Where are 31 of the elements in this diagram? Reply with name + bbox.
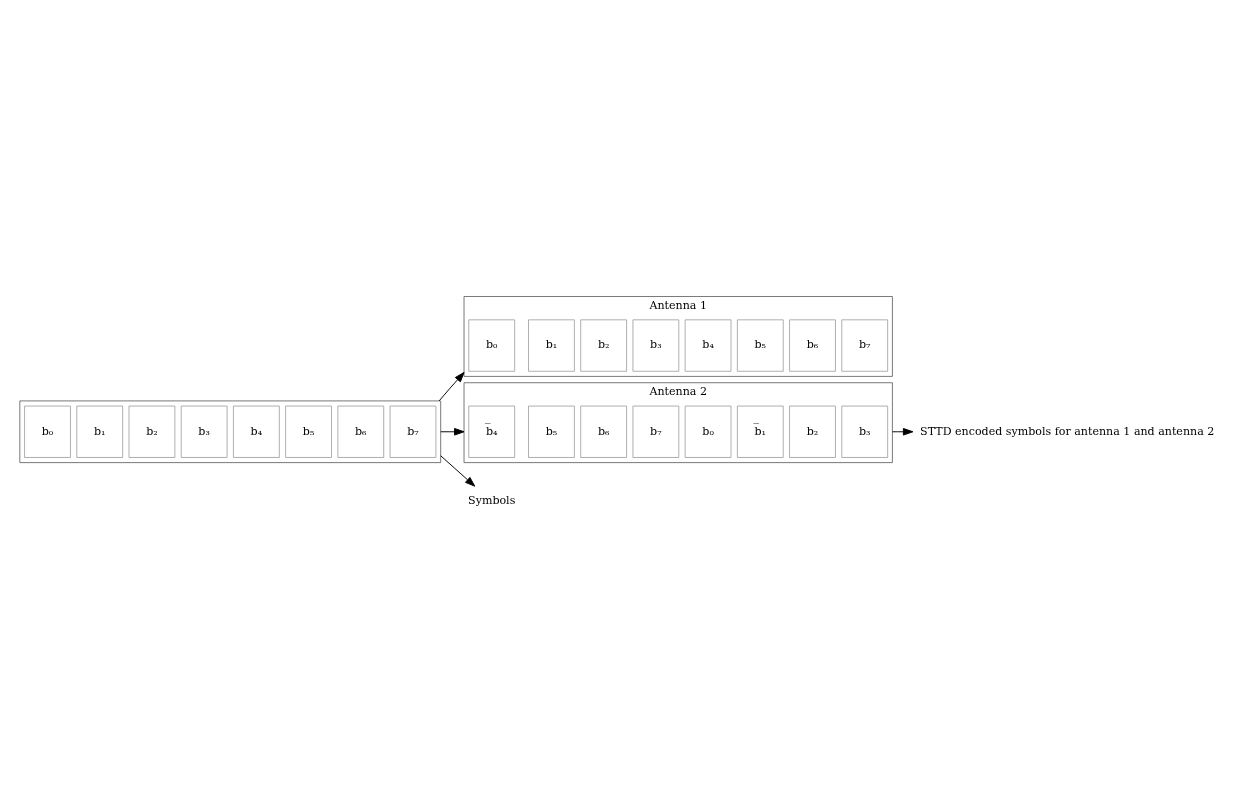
node-box: b₆: [789, 318, 836, 372]
node-box: b₇: [389, 405, 437, 458]
node-box: b₂: [128, 405, 176, 458]
node-box: b̅₄: [468, 405, 516, 458]
node-box: b̅₁: [736, 405, 784, 458]
node-box: b₄: [233, 405, 280, 458]
arrow: [438, 371, 465, 401]
node-box: b₇: [841, 318, 889, 372]
arrow: [440, 427, 465, 436]
node-box: b₂: [580, 318, 627, 372]
node-box: b₀: [684, 405, 732, 458]
node-box: b₀: [24, 405, 71, 458]
node-box: b₆: [337, 405, 385, 458]
node-box: b₇: [632, 405, 680, 458]
node-box: b₃: [180, 405, 228, 458]
node-box: b₃: [632, 318, 680, 372]
node-box: b₅: [285, 405, 332, 458]
node-box: b₂: [789, 405, 836, 458]
arrow: [440, 454, 476, 487]
node-box: b₁: [76, 405, 124, 458]
node-box: b₃: [841, 405, 889, 458]
arrow: [891, 427, 914, 436]
node-box: b₅: [528, 405, 575, 458]
node-box: b₆: [580, 405, 627, 458]
node-text: Symbols: [468, 493, 516, 507]
node-box: b₅: [736, 318, 784, 372]
node-box: b₀: [468, 318, 516, 372]
node-box: b₁: [528, 318, 575, 372]
node-box: b₄: [684, 318, 732, 372]
node-text: STTD encoded symbols for antenna 1 and antenna 2: [920, 424, 1215, 438]
cluster: [19, 400, 442, 463]
